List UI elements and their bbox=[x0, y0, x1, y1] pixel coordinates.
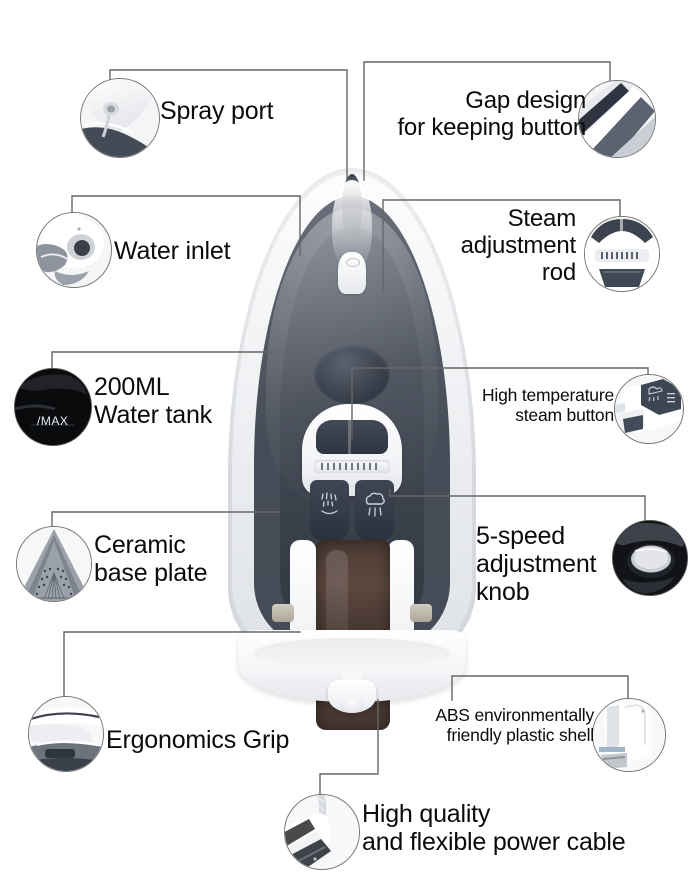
callout-label-ceramic-plate: Ceramic base plate bbox=[94, 531, 208, 587]
callout-bubble-water-tank[interactable]: /MAX bbox=[14, 368, 92, 446]
callout-bubble-ergonomics-grip[interactable] bbox=[28, 696, 104, 772]
callout-bubble-high-temp-button[interactable] bbox=[614, 374, 684, 444]
callout-label-high-temp-button: High temperature steam button bbox=[481, 385, 614, 425]
callout-label-steam-rod: Steam adjustment rod bbox=[460, 205, 577, 286]
tank-hinge-pin-right bbox=[410, 604, 432, 622]
power-cable-photo bbox=[285, 795, 359, 869]
ribbed-slider bbox=[314, 460, 390, 473]
thermostat-dial bbox=[314, 344, 390, 404]
spray-droplets-icon bbox=[320, 492, 338, 515]
callout-label-water-inlet: Water inlet bbox=[114, 237, 231, 265]
callout-bubble-ceramic-plate[interactable] bbox=[16, 526, 92, 602]
spray-button[interactable] bbox=[310, 480, 349, 542]
water-tank-max-badge: /MAX bbox=[37, 414, 68, 428]
spray-nozzle bbox=[338, 252, 366, 294]
tank-hinge-pin-left bbox=[272, 604, 294, 622]
steam-adjustment-rod-photo bbox=[585, 217, 659, 291]
callout-bubble-power-cable[interactable] bbox=[284, 794, 360, 870]
callout-label-spray-port: Spray port bbox=[160, 97, 274, 125]
high-temperature-steam-button-photo bbox=[615, 375, 683, 443]
burst-steam-button[interactable] bbox=[355, 480, 394, 542]
callout-bubble-speed-knob[interactable] bbox=[612, 520, 688, 596]
callout-label-power-cable: High quality and flexible power cable bbox=[362, 800, 626, 856]
callout-label-gap-design: Gap design for keeping button bbox=[397, 87, 586, 141]
water-inlet-photo bbox=[37, 213, 111, 287]
base-shadow bbox=[254, 638, 450, 668]
abs-plastic-shell-photo bbox=[593, 699, 665, 771]
ceramic-base-plate-photo bbox=[17, 527, 91, 601]
spray-port-photo bbox=[81, 79, 159, 157]
callout-bubble-gap-design[interactable] bbox=[578, 80, 656, 158]
steam-adjustment-rod bbox=[316, 420, 388, 454]
callout-label-abs-shell: ABS environmentally friendly plastic she… bbox=[435, 705, 594, 745]
callout-bubble-abs-shell[interactable] bbox=[592, 698, 666, 772]
callout-label-speed-knob: 5-speed adjustment knob bbox=[476, 522, 597, 606]
callout-bubble-steam-rod[interactable] bbox=[584, 216, 660, 292]
speed-adjustment-knob-photo bbox=[613, 521, 687, 595]
callout-label-water-tank: 200ML Water tank bbox=[94, 373, 212, 429]
steam-button-pair bbox=[310, 480, 394, 542]
callout-bubble-spray-port[interactable] bbox=[80, 78, 160, 158]
cable-strain-relief-boot bbox=[328, 680, 376, 713]
callout-bubble-water-inlet[interactable] bbox=[36, 212, 112, 288]
leader-abs-shell bbox=[451, 675, 629, 701]
ergonomics-grip-photo bbox=[29, 697, 103, 771]
callout-label-ergonomics-grip: Ergonomics Grip bbox=[106, 726, 290, 754]
gap-design-photo bbox=[579, 81, 655, 157]
water-tank-photo: /MAX bbox=[15, 369, 91, 445]
steam-burst-icon bbox=[365, 492, 385, 517]
